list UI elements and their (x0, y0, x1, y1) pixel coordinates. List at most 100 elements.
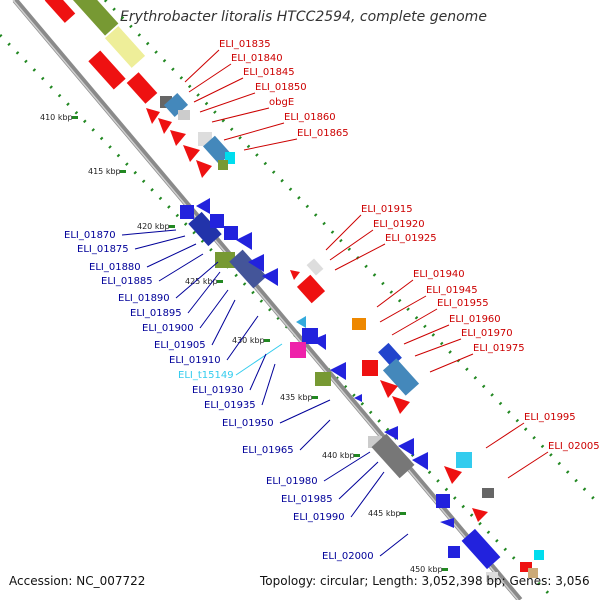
label-leader-line (376, 279, 414, 308)
gene-arrow (312, 334, 326, 350)
gene-arrow (248, 254, 264, 272)
label-leader-line (188, 63, 232, 93)
gene-label-left: ELI_01875 (77, 244, 129, 255)
gene-label-left: ELI_01880 (89, 262, 141, 273)
label-leader-line (175, 261, 219, 299)
gene-block (448, 546, 460, 558)
gene-block (71, 0, 119, 36)
label-leader-line (334, 243, 386, 271)
guide-ring-outer (103, 0, 600, 507)
label-leader-line (379, 533, 409, 557)
topology-label: Topology: circular; Length: 3,052,398 bp… (260, 574, 590, 588)
right-label-leaders: ELI_01835ELI_01840ELI_01845ELI_01850obgE… (184, 39, 600, 479)
gene-block (290, 342, 306, 358)
gene-block (104, 26, 146, 68)
gene-label-left: ELI_01905 (154, 340, 206, 351)
kbp-tick-label: 425 kbp (185, 277, 218, 286)
gene-label-right: ELI_01860 (284, 112, 336, 123)
left-label-leaders: ELI_01870ELI_01875ELI_01880ELI_01885ELI_… (64, 229, 409, 562)
gene-arrow (398, 438, 414, 456)
gene-block (88, 50, 126, 90)
label-leader-line (261, 363, 276, 406)
gene-block (315, 372, 331, 386)
label-leader-line (211, 107, 270, 123)
label-leader-line (279, 399, 331, 424)
gene-block (229, 249, 267, 289)
gene-block (382, 358, 420, 396)
gene-block (210, 214, 224, 228)
kbp-tick-mark (217, 280, 223, 283)
label-leader-line (187, 271, 221, 314)
gene-arrow (183, 145, 200, 162)
gene-arrow (440, 518, 454, 528)
gene-arrow (196, 198, 210, 214)
gene-label-right: ELI_01995 (524, 412, 576, 423)
gene-arrow (296, 316, 306, 328)
label-leader-line (184, 49, 220, 83)
label-leader-line (391, 308, 438, 336)
gene-block (225, 152, 235, 164)
gene-block (180, 205, 194, 219)
label-leader-line (414, 338, 462, 357)
gene-block (296, 274, 326, 304)
gene-label-left: ELI_01895 (130, 308, 182, 319)
gene-arrow (392, 396, 410, 414)
label-leader-line (323, 451, 371, 482)
forward-strand-genes (44, 0, 544, 578)
gene-block (163, 93, 189, 117)
gene-block (215, 252, 235, 268)
label-leader-line (338, 461, 379, 500)
gene-block (534, 550, 544, 560)
accession-label: Accession: NC_007722 (9, 574, 146, 588)
label-leader-line (121, 229, 177, 236)
gene-arrow (330, 362, 346, 380)
kbp-tick-mark (120, 170, 126, 173)
gene-label-right: ELI_01850 (255, 82, 307, 93)
label-leader-line (226, 315, 259, 361)
gene-label-left: ELI_01965 (242, 445, 294, 456)
label-leader-line (299, 419, 331, 451)
gene-label-right: ELI_01960 (449, 314, 501, 325)
kbp-tick-mark (264, 339, 270, 342)
gene-block (126, 72, 158, 104)
gene-label-left: ELI_01990 (293, 512, 345, 523)
kbp-tick-mark (354, 454, 360, 457)
label-leader-line (329, 229, 374, 261)
gene-arrow (196, 160, 212, 178)
gene-label-left: ELI_01870 (64, 230, 116, 241)
gene-label-left: ELI_01910 (169, 355, 221, 366)
gene-arrow (158, 118, 172, 134)
gene-label-right: ELI_01835 (219, 39, 271, 50)
kbp-tick-label: 450 kbp (410, 565, 443, 574)
kbp-tick-mark (442, 568, 448, 571)
label-leader-line (211, 299, 236, 346)
gene-block (224, 226, 238, 240)
label-leader-line (134, 235, 186, 250)
kbp-tick-label: 445 kbp (368, 509, 401, 518)
gene-label-right: ELI_01945 (426, 285, 478, 296)
gene-block (203, 135, 231, 165)
gene-block (178, 110, 190, 120)
reverse-strand-genes (180, 198, 501, 582)
map-title: Erythrobacter litoralis HTCC2594, comple… (120, 9, 487, 25)
gene-label-left: ELI_02000 (322, 551, 374, 562)
gene-arrow (380, 380, 398, 398)
kbp-tick-mark (169, 225, 175, 228)
gene-label-right: ELI_01970 (461, 328, 513, 339)
gene-label-left: ELI_01890 (118, 293, 170, 304)
gene-block (362, 360, 378, 376)
gene-label-left: ELI_01935 (204, 400, 256, 411)
kbp-tick-mark (312, 396, 318, 399)
genome-backbone-highlight (12, 0, 519, 600)
gene-arrow (412, 452, 428, 470)
kbp-tick-label: 435 kbp (280, 393, 313, 402)
label-leader-line (429, 353, 474, 373)
gene-label-right: ELI_01915 (361, 204, 413, 215)
gene-label-left: ELI_t15149 (178, 370, 234, 381)
label-leader-line (249, 353, 267, 391)
gene-block (528, 568, 538, 578)
gene-block (456, 452, 472, 468)
kbp-tick-label: 415 kbp (88, 167, 121, 176)
